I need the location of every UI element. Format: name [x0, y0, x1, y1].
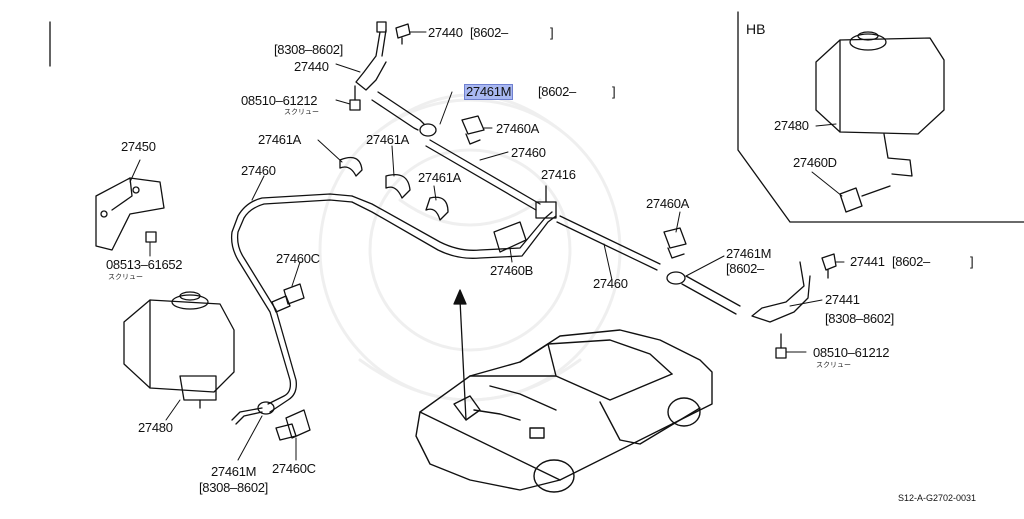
washer-hose-right	[371, 91, 741, 315]
clips-27461A	[339, 156, 449, 221]
label-27440-left: 27440	[294, 59, 329, 74]
label-27450: 27450	[121, 139, 156, 154]
label-screw-08510-left: 08510–61212	[241, 93, 318, 108]
leader-lines	[129, 31, 845, 461]
label-27460B: 27460B	[490, 263, 534, 278]
label-screw-08513-kana: スクリュー	[108, 274, 143, 281]
diagram-code: S12-A-G2702-0031	[898, 493, 977, 503]
label-27461M-highlighted: 27461M	[464, 84, 514, 100]
label-27461M-bottom-date: [8308–8602]	[199, 480, 268, 495]
car-illustration	[415, 329, 713, 493]
label-27441-left-date: [8308–8602]	[825, 311, 894, 326]
label-27461A-c: 27461A	[418, 170, 462, 185]
label-screw-08513: 08513–61652	[106, 257, 183, 272]
label-27460C-upper: 27460C	[276, 251, 320, 266]
label-27461M-highlighted-date: [8602–	[538, 84, 576, 99]
label-27461A-a: 27461A	[258, 132, 302, 147]
pump-27460D	[839, 185, 891, 213]
label-screw-08510-right-kana: スクリュー	[816, 362, 851, 369]
clamp-27460C-lower	[275, 409, 311, 441]
clamp-27460C-upper	[271, 283, 305, 313]
label-27440-right-date: [8602–	[470, 25, 508, 40]
clamp-27460A-right	[663, 227, 687, 259]
label-27460-c: 27460	[593, 276, 628, 291]
nozzle-left	[355, 21, 411, 91]
label-27440-left-date: [8308–8602]	[274, 42, 343, 57]
washer-hose-left	[230, 193, 557, 425]
arrow-to-car	[453, 289, 467, 421]
label-27480-hb: 27480	[774, 118, 809, 133]
nozzle-right	[751, 253, 837, 323]
label-27461M-highlighted-close: ]	[612, 84, 616, 99]
label-27416: 27416	[541, 167, 576, 182]
label-27460-b: 27460	[241, 163, 276, 178]
label-27461A-b: 27461A	[366, 132, 410, 147]
label-screw-08510-left-kana: スクリュー	[284, 109, 319, 116]
hb-inset-border	[737, 11, 1024, 223]
inset-title: HB	[746, 21, 766, 37]
joint-27416	[535, 185, 557, 219]
label-27460A-right: 27460A	[646, 196, 690, 211]
bracket-27460B	[493, 221, 527, 253]
clamp-27460A-upper	[461, 115, 485, 145]
label-27460A-upper: 27460A	[496, 121, 540, 136]
label-27461M-right-date: [8602–	[726, 261, 764, 276]
screw-left	[349, 85, 361, 111]
label-27441-right-close: ]	[970, 254, 974, 269]
label-27461M-bottom: 27461M	[211, 464, 257, 479]
label-27440-right: 27440	[428, 25, 463, 40]
label-27460C-lower: 27460C	[272, 461, 316, 476]
label-screw-08510-right: 08510–61212	[813, 345, 890, 360]
reservoir-left	[123, 291, 235, 409]
label-27460-a: 27460	[511, 145, 546, 160]
label-27440-right-close: ]	[550, 25, 554, 40]
label-27480-left: 27480	[138, 420, 173, 435]
label-27460D: 27460D	[793, 155, 837, 170]
reservoir-hb	[815, 31, 945, 177]
label-27461M-right: 27461M	[726, 246, 772, 261]
label-27441-right: 27441	[850, 254, 885, 269]
watermark	[318, 93, 622, 402]
hose-connectors	[257, 123, 686, 415]
label-27441-left: 27441	[825, 292, 860, 307]
screw-right	[775, 333, 787, 359]
label-27441-right-date: [8602–	[892, 254, 930, 269]
bracket-27450	[95, 177, 165, 251]
